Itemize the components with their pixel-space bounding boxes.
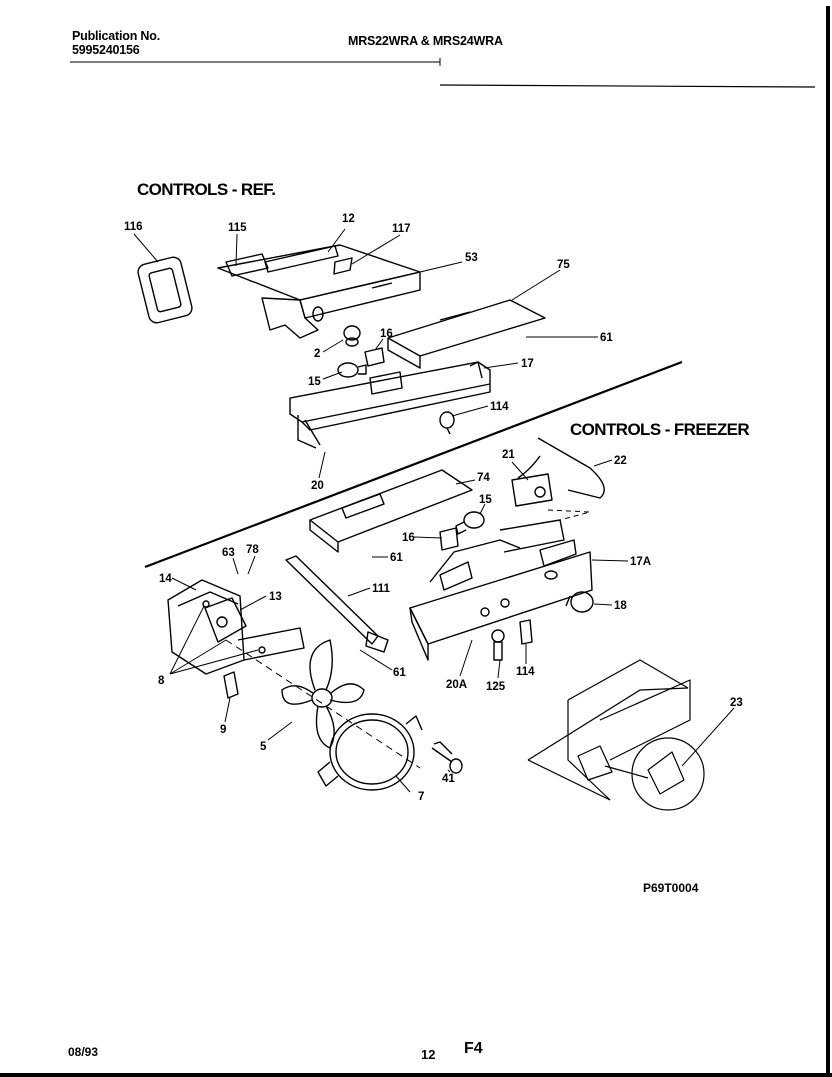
- callout-115: 115: [228, 222, 247, 234]
- part-17-housing: [289, 361, 491, 449]
- part-21-thermostat: [511, 473, 553, 507]
- part-75-cover: [387, 299, 546, 369]
- page-number: 12: [421, 1047, 436, 1062]
- callout-18: 18: [614, 600, 627, 612]
- callout-14: 14: [159, 573, 172, 585]
- leader-lines: [133, 228, 735, 793]
- part-116-gasket: [137, 256, 193, 324]
- callout-61: 61: [600, 332, 613, 344]
- callout-13: 13: [269, 591, 282, 603]
- callout-111: 111: [372, 583, 391, 595]
- part-15-bulb-freezer: [455, 511, 485, 535]
- callout-12: 12: [342, 213, 355, 225]
- publication-label: Publication No.: [72, 29, 160, 43]
- section-divider: [144, 360, 683, 569]
- part-22-capillary: [517, 437, 605, 499]
- callout-114-freezer: 114: [516, 666, 535, 678]
- callout-78: 78: [246, 544, 259, 556]
- part-7-ring: [317, 713, 423, 791]
- callout-16-freezer: 16: [402, 532, 415, 544]
- callout-41: 41: [442, 773, 455, 785]
- part-16-socket: [364, 347, 385, 367]
- part-74-cover: [309, 469, 473, 553]
- part-18-knob: [565, 591, 594, 613]
- page-border-right: [826, 6, 830, 1077]
- part-23-detail: [527, 659, 705, 811]
- callout-61-c: 61: [393, 667, 406, 679]
- callout-20A: 20A: [446, 679, 467, 691]
- callout-74: 74: [477, 472, 490, 484]
- callout-114: 114: [490, 401, 509, 413]
- callout-8: 8: [158, 675, 165, 687]
- callout-125: 125: [486, 681, 506, 693]
- part-114-switch: [439, 411, 455, 435]
- callout-61-b: 61: [390, 552, 403, 564]
- part-111-shield: [285, 555, 389, 653]
- section-title-freezer: CONTROLS - FREEZER: [570, 420, 750, 439]
- callout-9: 9: [220, 724, 226, 736]
- figure-code: F4: [464, 1040, 483, 1057]
- callout-7: 7: [418, 791, 424, 803]
- callout-117: 117: [392, 223, 411, 235]
- publication-number: 5995240156: [72, 43, 140, 57]
- callout-16: 16: [380, 328, 393, 340]
- part-14-bracket: [167, 579, 305, 699]
- footer-date: 08/93: [68, 1045, 99, 1059]
- callout-53: 53: [465, 252, 478, 264]
- model-title: MRS22WRA & MRS24WRA: [348, 34, 503, 48]
- callout-2: 2: [314, 348, 320, 360]
- part-2-knob: [343, 325, 361, 347]
- callout-22: 22: [614, 455, 627, 467]
- callout-23: 23: [730, 697, 743, 709]
- part-114-switch-freezer: [519, 619, 533, 645]
- callout-21: 21: [502, 449, 515, 461]
- callout-75: 75: [557, 259, 570, 271]
- callout-116: 116: [124, 221, 143, 233]
- callout-15: 15: [308, 376, 321, 388]
- callout-63: 63: [222, 547, 235, 559]
- callout-20: 20: [311, 480, 324, 492]
- header-rule-right: [439, 84, 816, 88]
- page-border-bottom: [0, 1073, 832, 1077]
- callout-labels: 116 115 12 117 53 75 61 2 16 15 17 114 2…: [124, 213, 743, 803]
- callout-17A: 17A: [630, 556, 651, 568]
- part-53-housing: [217, 244, 421, 339]
- callout-5: 5: [260, 741, 267, 753]
- drawing-number: P69T0004: [643, 881, 699, 895]
- callout-17: 17: [521, 358, 534, 370]
- part-5-fan-blade: [281, 639, 365, 749]
- callout-15-freezer: 15: [479, 494, 492, 506]
- part-125-switch: [491, 629, 505, 661]
- section-title-ref: CONTROLS - REF.: [137, 180, 276, 199]
- part-17A-housing: [409, 519, 593, 661]
- part-16-socket-freezer: [439, 527, 459, 551]
- part-15-bulb: [337, 362, 367, 378]
- part-41-screw: [431, 741, 463, 774]
